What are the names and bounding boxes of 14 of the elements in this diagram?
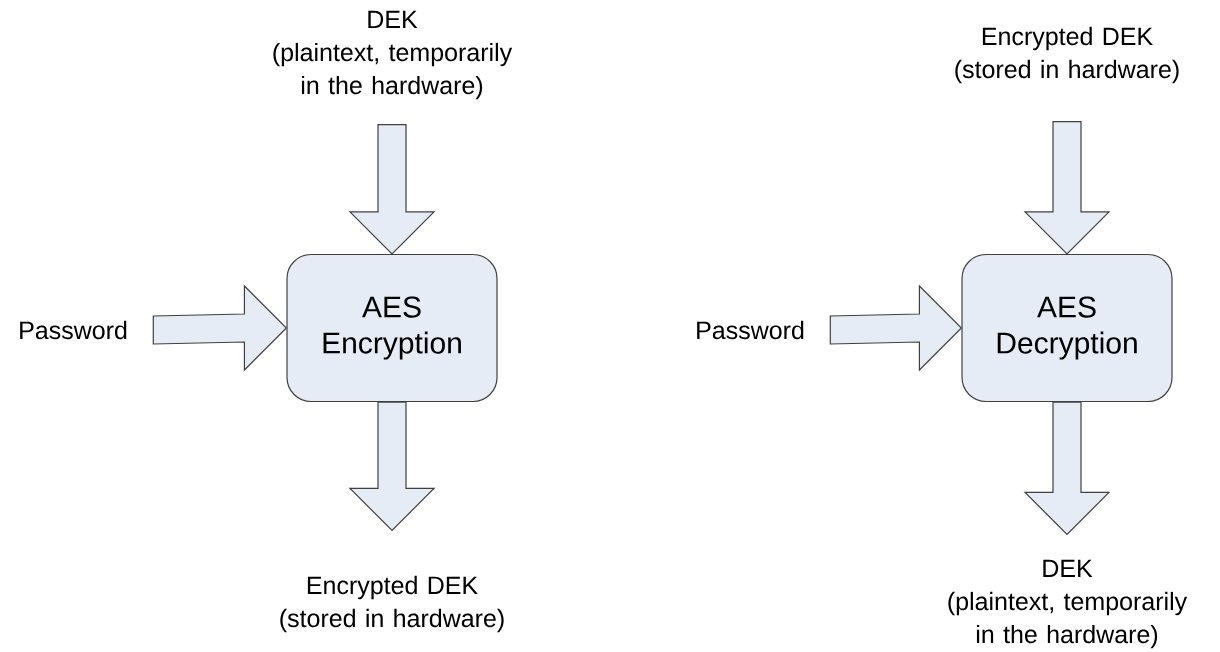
- block-arrow: [1023, 401, 1111, 536]
- block-arrow: [1023, 120, 1111, 255]
- process-box: AES Decryption: [961, 253, 1173, 403]
- label-text: Encrypted DEK (stored in hardware): [955, 26, 1179, 84]
- block-arrow: [348, 124, 436, 255]
- block-arrow: [829, 284, 963, 372]
- block-arrow: [348, 401, 436, 532]
- label-text: Encrypted DEK (stored in hardware): [280, 575, 504, 633]
- label-text: DEK (plaintext, temporarily in the hardware): [948, 559, 1188, 649]
- process-box: AES Encryption: [286, 253, 498, 403]
- label-text: DEK (plaintext, temporarily in the hardware): [273, 10, 513, 100]
- label-text: Password: [697, 320, 804, 340]
- block-arrow: [152, 284, 288, 372]
- label-text: Password: [20, 320, 127, 340]
